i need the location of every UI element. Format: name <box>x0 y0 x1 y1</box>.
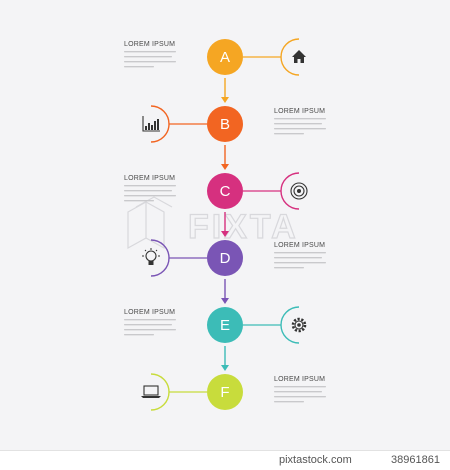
step-e: E LOREM IPSUM <box>124 306 307 371</box>
step-description-lines <box>274 252 326 269</box>
icon-bracket-arc <box>150 105 170 143</box>
watermark-text: FIXTA <box>188 208 299 246</box>
gear-icon <box>291 317 307 333</box>
icon-bracket-arc <box>280 38 300 76</box>
step-circle <box>207 240 243 276</box>
step-circle <box>207 307 243 343</box>
footer-bar: pixtastock.com 38961861 <box>0 450 450 470</box>
bar-chart-icon <box>142 116 160 132</box>
flow: A LOREM IPSUM B LOREM IPSUM C LOREM IPSUM D LOR… <box>124 38 326 411</box>
target-icon <box>290 182 308 200</box>
infographic-diagram: FIXTA A LOREM IPSUM B LOREM IPSUM C LOREM IPS… <box>124 38 326 411</box>
arrow-head-icon <box>221 298 229 304</box>
step-letter: E <box>220 317 230 334</box>
step-circle <box>207 173 243 209</box>
watermark: FIXTA <box>127 196 299 250</box>
step-description-lines <box>124 185 176 202</box>
lightbulb-icon <box>142 248 160 265</box>
step-a: A LOREM IPSUM <box>124 38 306 103</box>
watermark-logo-icon <box>127 196 173 250</box>
step-title: LOREM IPSUM <box>124 309 175 316</box>
step-letter: A <box>220 49 230 66</box>
step-circle <box>207 106 243 142</box>
step-title: LOREM IPSUM <box>124 175 175 182</box>
arrow-head-icon <box>221 164 229 170</box>
arrow-head-icon <box>221 97 229 103</box>
arrow-head-icon <box>221 231 229 237</box>
footer-brand: pixtastock.com <box>279 454 352 466</box>
step-c: C LOREM IPSUM <box>124 172 308 237</box>
step-d: D LOREM IPSUM <box>142 239 326 304</box>
step-title: LOREM IPSUM <box>274 242 325 249</box>
icon-bracket-arc <box>150 373 170 411</box>
icon-bracket-arc <box>150 239 170 277</box>
footer-image-id: 38961861 <box>391 454 440 466</box>
step-description-lines <box>124 319 176 336</box>
arrow-head-icon <box>221 365 229 371</box>
step-letter: B <box>220 116 230 133</box>
laptop-icon <box>141 385 161 398</box>
step-b: B LOREM IPSUM <box>142 105 326 170</box>
step-circle <box>207 374 243 410</box>
step-letter: F <box>220 384 229 401</box>
step-description-lines <box>124 51 176 68</box>
house-icon <box>292 50 306 63</box>
step-title: LOREM IPSUM <box>274 108 325 115</box>
step-title: LOREM IPSUM <box>274 376 325 383</box>
step-letter: C <box>220 183 231 200</box>
step-title: LOREM IPSUM <box>124 41 175 48</box>
step-f: F LOREM IPSUM <box>141 373 326 411</box>
step-description-lines <box>274 118 326 135</box>
step-letter: D <box>220 250 231 267</box>
step-description-lines <box>274 386 326 403</box>
icon-bracket-arc <box>280 306 300 344</box>
step-circle <box>207 39 243 75</box>
icon-bracket-arc <box>280 172 300 210</box>
